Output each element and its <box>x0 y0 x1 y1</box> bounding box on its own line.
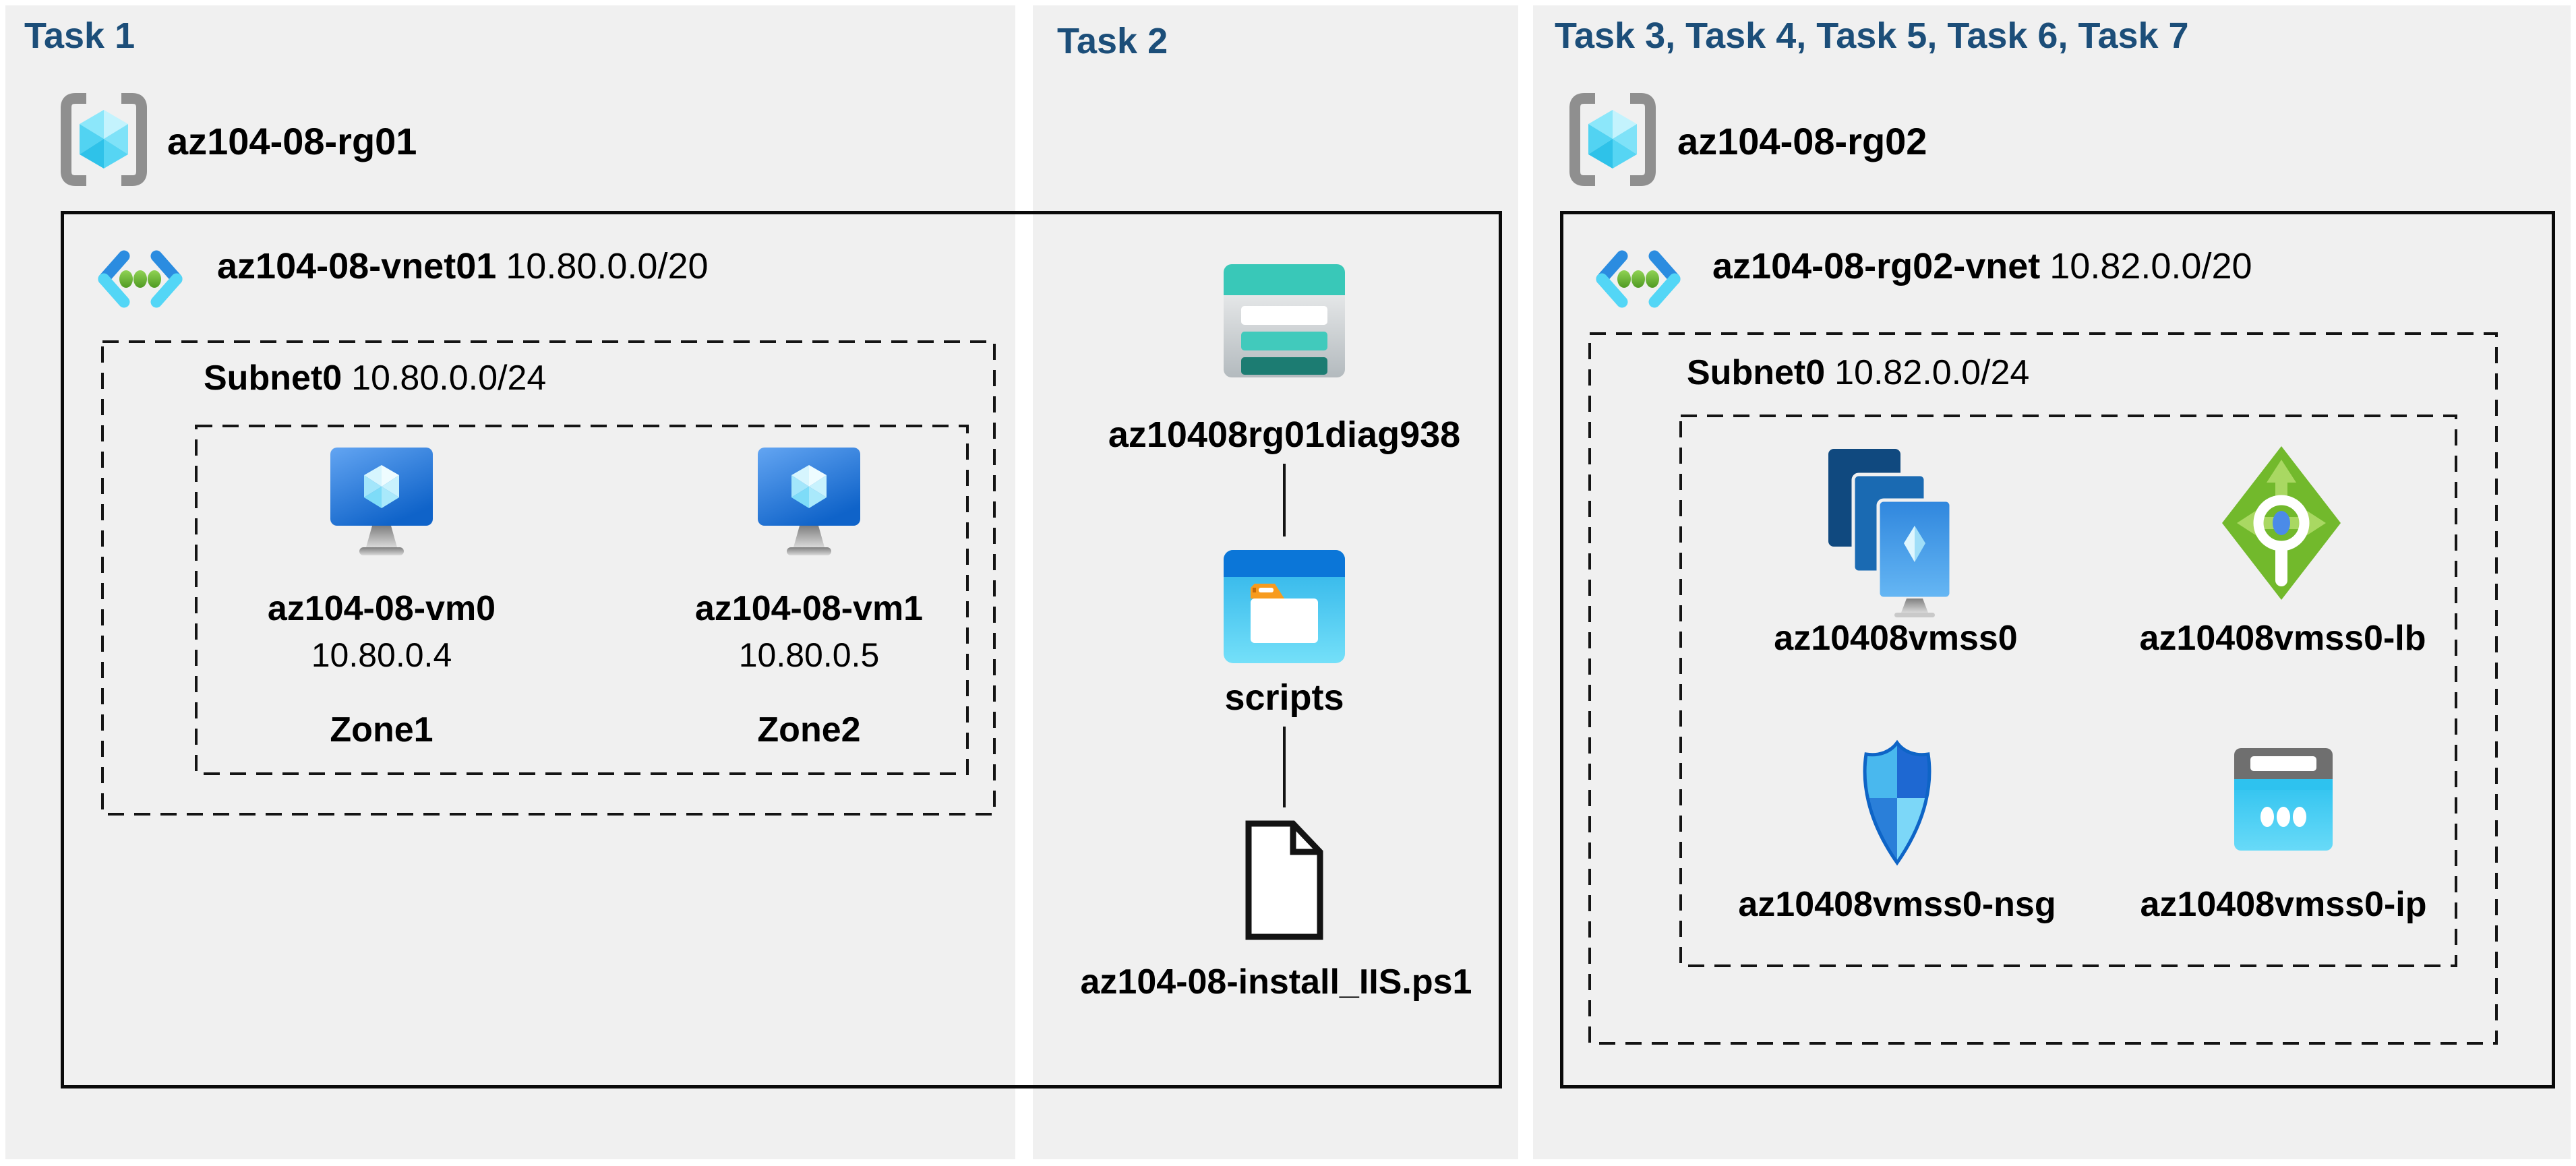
vmss-zone-box <box>1679 415 2457 967</box>
vm1-zone: Zone2 <box>757 710 861 749</box>
vnet-icon <box>98 250 183 308</box>
vm1-ip: 10.80.0.5 <box>738 636 880 674</box>
public-ip-label: az10408vmss0-ip <box>2140 885 2427 924</box>
vm-icon <box>330 448 433 555</box>
resource-group-icon <box>61 93 147 186</box>
vnet-icon <box>1596 250 1681 308</box>
rg1-label: az104-08-rg01 <box>167 120 417 162</box>
vm0-zone: Zone1 <box>330 710 433 749</box>
vm0-ip: 10.80.0.4 <box>311 636 452 674</box>
vm0-name: az104-08-vm0 <box>267 589 496 628</box>
connector-storage-scripts <box>1283 464 1286 536</box>
subnet2-cidr: 10.82.0.0/24 <box>1834 353 2030 392</box>
container-icon <box>1224 550 1345 663</box>
container-label: scripts <box>1224 677 1344 718</box>
vm-icon <box>758 448 860 555</box>
vnet1-cidr: 10.80.0.0/20 <box>506 246 709 286</box>
task1-panel <box>5 5 1015 1159</box>
task1-header: Task 1 <box>24 16 136 56</box>
vnet2-box <box>1560 211 2555 1088</box>
subnet2-box <box>1588 332 2498 1045</box>
vm-zone-box <box>195 425 969 775</box>
storage-account-icon <box>1224 264 1345 377</box>
vnet2-cidr: 10.82.0.0/20 <box>2049 246 2252 286</box>
resource-group-icon <box>1569 93 1656 186</box>
vmss-icon <box>1828 449 1951 617</box>
file-icon <box>1245 820 1323 940</box>
vmss-label: az10408vmss0 <box>1774 619 2018 658</box>
vnet1-name: az104-08-vnet01 <box>217 246 497 286</box>
storage-account-label: az10408rg01diag938 <box>1108 415 1461 455</box>
vnet2-name: az104-08-rg02-vnet <box>1712 246 2041 286</box>
vm1-name: az104-08-vm1 <box>694 589 924 628</box>
task3-panel <box>1533 5 2571 1159</box>
task3-header: Task 3, Task 4, Task 5, Task 6, Task 7 <box>1555 16 2189 56</box>
subnet2-name: Subnet0 <box>1687 353 1826 392</box>
rg2-label: az104-08-rg02 <box>1677 120 1927 162</box>
nsg-icon <box>1863 739 1931 866</box>
vnet1-box <box>61 211 1502 1088</box>
lb-label: az10408vmss0-lb <box>2139 619 2426 658</box>
task2-header: Task 2 <box>1057 21 1168 61</box>
public-ip-icon <box>2234 748 2333 851</box>
subnet1-name: Subnet0 <box>204 359 342 398</box>
connector-scripts-file <box>1283 727 1286 807</box>
script-file-label: az104-08-install_IIS.ps1 <box>1080 962 1472 1002</box>
subnet1-cidr: 10.80.0.0/24 <box>351 359 547 398</box>
load-balancer-icon <box>2222 446 2341 600</box>
nsg-label: az10408vmss0-nsg <box>1738 885 2056 924</box>
